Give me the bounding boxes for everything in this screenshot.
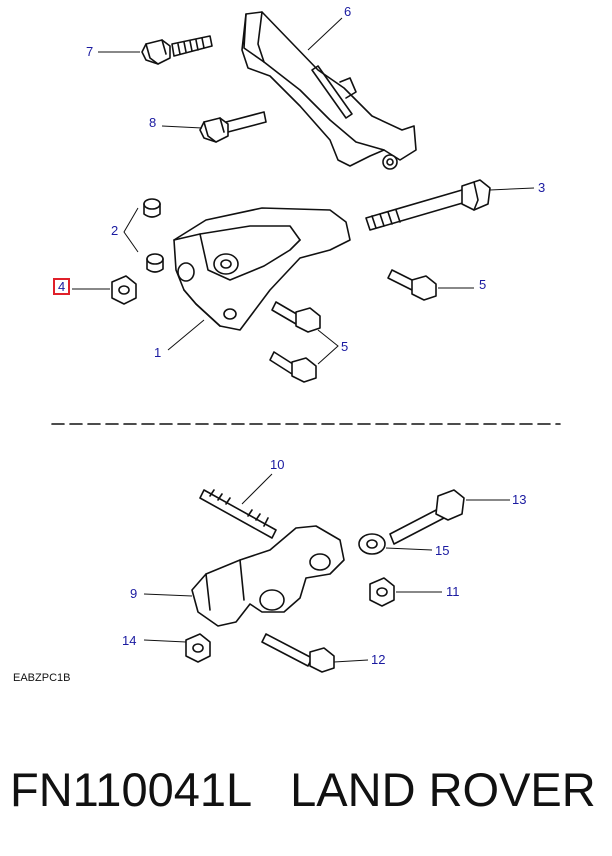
callout-12: 12 bbox=[371, 652, 386, 667]
callout-5-upper: 5 bbox=[479, 277, 487, 292]
callout-6: 6 bbox=[344, 4, 352, 19]
callout-14: 14 bbox=[122, 633, 137, 648]
diagram-reference-code: EABZPC1B bbox=[13, 672, 71, 684]
bolt-part-12 bbox=[261, 633, 335, 673]
bolt-part-7 bbox=[141, 35, 213, 65]
part-number: FN110041L bbox=[10, 763, 253, 816]
leader-lines bbox=[72, 17, 535, 663]
mount-part-9 bbox=[191, 525, 345, 627]
brand-name: LAND ROVER bbox=[290, 763, 596, 816]
parts-diagram bbox=[51, 11, 561, 673]
callout-2: 2 bbox=[111, 223, 119, 238]
callout-4: 4 bbox=[53, 278, 71, 295]
mount-part-1 bbox=[173, 207, 351, 331]
stud-part-10 bbox=[199, 489, 277, 539]
callout-15: 15 bbox=[435, 543, 450, 558]
nut-part-4 bbox=[111, 275, 137, 305]
callout-5-lower: 5 bbox=[341, 339, 349, 354]
bolt-part-3 bbox=[365, 179, 491, 231]
bolt-part-13 bbox=[389, 489, 465, 545]
bolt-part-8 bbox=[199, 111, 267, 143]
callout-10: 10 bbox=[270, 457, 285, 472]
nut-part-14 bbox=[185, 633, 211, 663]
bracket-part-6 bbox=[241, 11, 417, 170]
spacer-part-2 bbox=[143, 198, 164, 273]
callout-8: 8 bbox=[149, 115, 157, 130]
washer-part-15 bbox=[358, 533, 386, 555]
callout-13: 13 bbox=[512, 492, 527, 507]
callout-3: 3 bbox=[538, 180, 546, 195]
bolt-part-5 bbox=[269, 269, 437, 383]
callout-9: 9 bbox=[130, 586, 138, 601]
callout-11: 11 bbox=[446, 584, 460, 599]
nut-part-11 bbox=[369, 577, 395, 607]
callout-7: 7 bbox=[86, 44, 94, 59]
callout-1: 1 bbox=[154, 345, 162, 360]
part-footer: FN110041L LAND ROVER bbox=[10, 762, 610, 817]
